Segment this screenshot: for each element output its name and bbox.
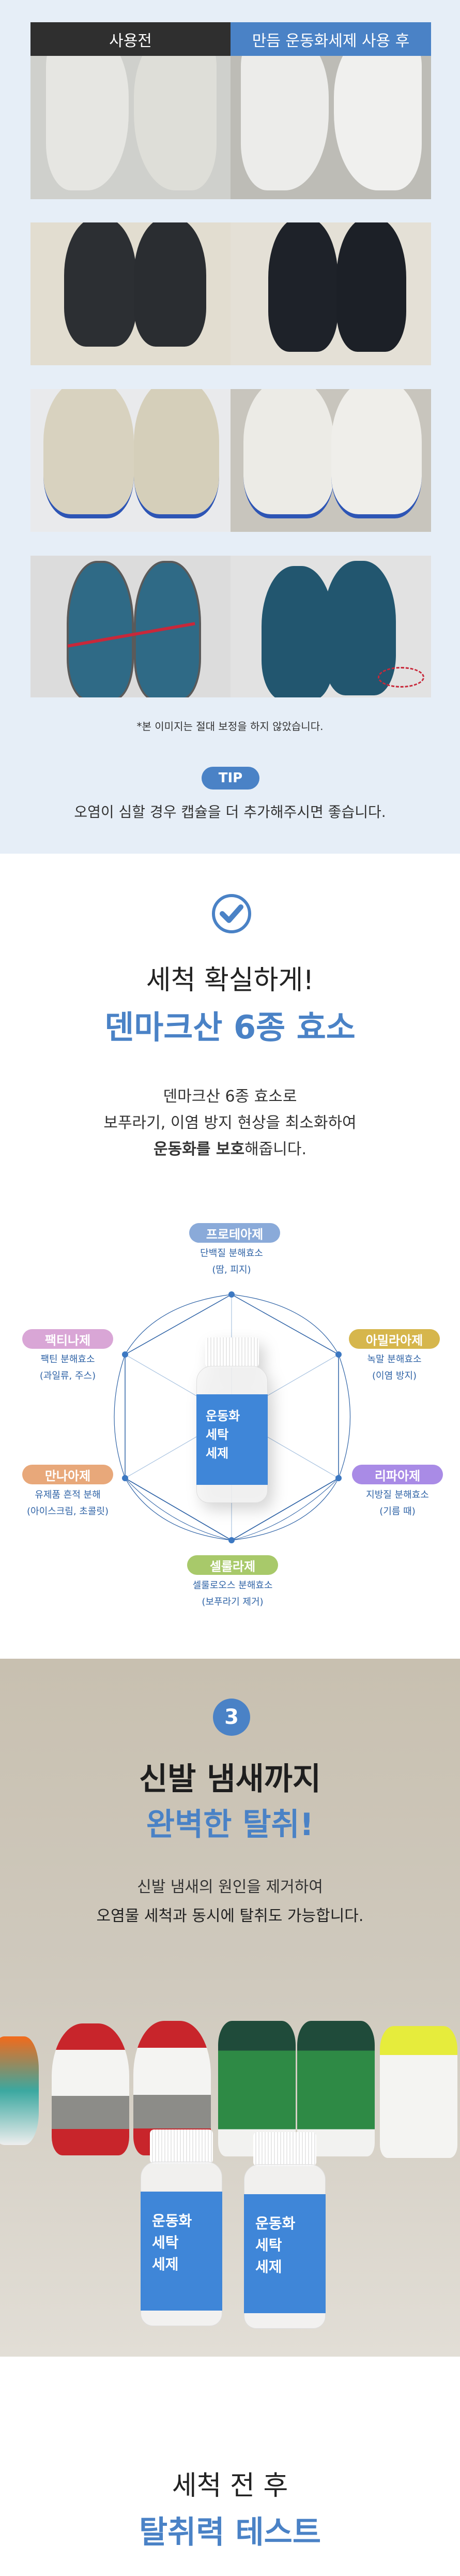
label-line3: 세제 (152, 2256, 179, 2273)
desc-line: 지방질 분해효소 (366, 1490, 429, 1500)
before-photo-3 (30, 389, 231, 532)
deodorize-title-line1: 신발 냄새까지 (139, 1761, 321, 1797)
enzyme-badge-cellulase: 셀룰라제 (187, 1555, 278, 1575)
enzymes-body-line3: 운동화를 보호해줍니다. (0, 1136, 460, 1163)
enzymes-body: 덴마크산 6종 효소로 보푸라기, 이염 방지 현상을 최소화하여 운동화를 보… (0, 1083, 460, 1163)
before-photo-1 (30, 56, 231, 199)
desc-line: 녹말 분해효소 (367, 1354, 422, 1365)
deodorize-body-line2: 오염물 세척과 동시에 탈취도 가능합니다. (96, 1907, 364, 1925)
enzyme-badge-pectinase: 팩티나제 (22, 1329, 113, 1349)
label-line1: 운동화 (255, 2215, 296, 2232)
desc-line: (아이스크림, 초콜릿) (27, 1506, 109, 1517)
desc-line: (이염 방지) (372, 1371, 417, 1381)
before-photo-4 (30, 556, 231, 697)
deodorize-body-line1: 신발 냄새의 원인을 제거하여 (137, 1878, 323, 1896)
node-lower-right (335, 1475, 342, 1481)
disclaimer-text: *본 이미지는 절대 보정을 하지 않았습니다. (136, 720, 324, 733)
label-line2: 세탁 (206, 1427, 229, 1442)
tip-text: 오염이 심할 경우 캡슐을 더 추가해주시면 좋습니다. (74, 803, 386, 821)
node-upper-left (122, 1351, 128, 1358)
node-upper-right (335, 1351, 342, 1358)
test-title-line1: 세척 전 후 (172, 2470, 288, 2501)
enzyme-desc-mannanase: 유제품 흔적 분해 (아이스크림, 초콜릿) (27, 1487, 109, 1520)
desc-line: (땀, 피지) (212, 1264, 251, 1275)
node-top (228, 1291, 235, 1298)
enzymes-body-line2: 보푸라기, 이염 방지 현상을 최소화하여 (103, 1114, 357, 1132)
node-lower-left (122, 1475, 128, 1481)
desc-line: (보푸라기 제거) (202, 1597, 264, 1607)
enzyme-badge-lipase: 리파아제 (352, 1465, 443, 1484)
after-photo-1 (231, 56, 431, 199)
product-bottle-right: 운동화 세탁 세제 (244, 2132, 326, 2329)
after-photo-3 (231, 389, 431, 532)
test-title-line2: 탈취력 테스트 (139, 2514, 321, 2551)
label-line3: 세제 (255, 2258, 282, 2275)
desc-line: 셀룰로오스 분해효소 (192, 1580, 273, 1591)
enzyme-desc-pectinase: 팩틴 분해효소 (과일류, 주스) (40, 1351, 96, 1384)
label-line2: 세탁 (255, 2237, 282, 2254)
enzymes-title-line1: 세척 확실하게! (146, 965, 314, 996)
enzymes-body-rest: 해줍니다. (244, 1140, 306, 1158)
step-number-badge: 3 (213, 1699, 250, 1736)
check-circle-icon (212, 894, 251, 933)
node-bottom (228, 1537, 235, 1543)
enzymes-title-line2: 덴마크산 6종 효소 (104, 1008, 356, 1046)
label-line2: 세탁 (152, 2234, 179, 2251)
desc-line: (과일류, 주스) (39, 1371, 96, 1381)
deodorize-section: 3 신발 냄새까지 완벽한 탈취! 신발 냄새의 원인을 제거하여 오염물 세척… (0, 1659, 460, 2357)
product-bottle-left: 운동화 세탁 세제 (141, 2130, 222, 2326)
enzyme-desc-cellulase: 셀룰로오스 분해효소 (보푸라기 제거) (193, 1577, 273, 1611)
label-line3: 세제 (206, 1446, 229, 1461)
bottle-label: 운동화 세탁 세제 (196, 1394, 268, 1485)
deodorize-title-line2: 완벽한 탈취! (146, 1807, 314, 1843)
before-label: 사용전 (30, 22, 231, 56)
desc-line: (기름 때) (379, 1506, 416, 1517)
tip-badge: TIP (202, 767, 259, 790)
before-after-section: 사용전 만듬 운동화세제 사용 후 *본 이미지는 절대 보정을 하지 않았습니… (0, 0, 460, 854)
after-photo-2 (231, 222, 431, 365)
label-line1: 운동화 (152, 2212, 192, 2229)
enzyme-badge-protease: 프로테아제 (189, 1223, 280, 1243)
enzyme-desc-protease: 단백질 분해효소 (땀, 피지) (200, 1245, 263, 1278)
enzyme-desc-amylase: 녹말 분해효소 (이염 방지) (367, 1351, 421, 1384)
bottle-label: 운동화 세탁 세제 (141, 2192, 222, 2311)
label-line1: 운동화 (206, 1409, 240, 1423)
after-photo-4 (231, 556, 431, 697)
desc-line: 팩틴 분해효소 (40, 1354, 95, 1365)
after-label: 만듬 운동화세제 사용 후 (231, 22, 431, 56)
enzyme-badge-mannanase: 만나아제 (22, 1465, 113, 1484)
product-bottle: 운동화 세탁 세제 (196, 1337, 268, 1503)
enzyme-badge-amylase: 아밀라아제 (349, 1329, 440, 1349)
bottle-label: 운동화 세탁 세제 (244, 2194, 326, 2313)
enzymes-body-bold: 운동화를 보호 (154, 1140, 245, 1158)
before-photo-2 (30, 222, 231, 365)
desc-line: 단백질 분해효소 (200, 1248, 263, 1259)
enzyme-desc-lipase: 지방질 분해효소 (기름 때) (366, 1487, 429, 1520)
enzymes-body-line1: 덴마크산 6종 효소로 (163, 1088, 297, 1106)
desc-line: 유제품 흔적 분해 (35, 1490, 101, 1500)
